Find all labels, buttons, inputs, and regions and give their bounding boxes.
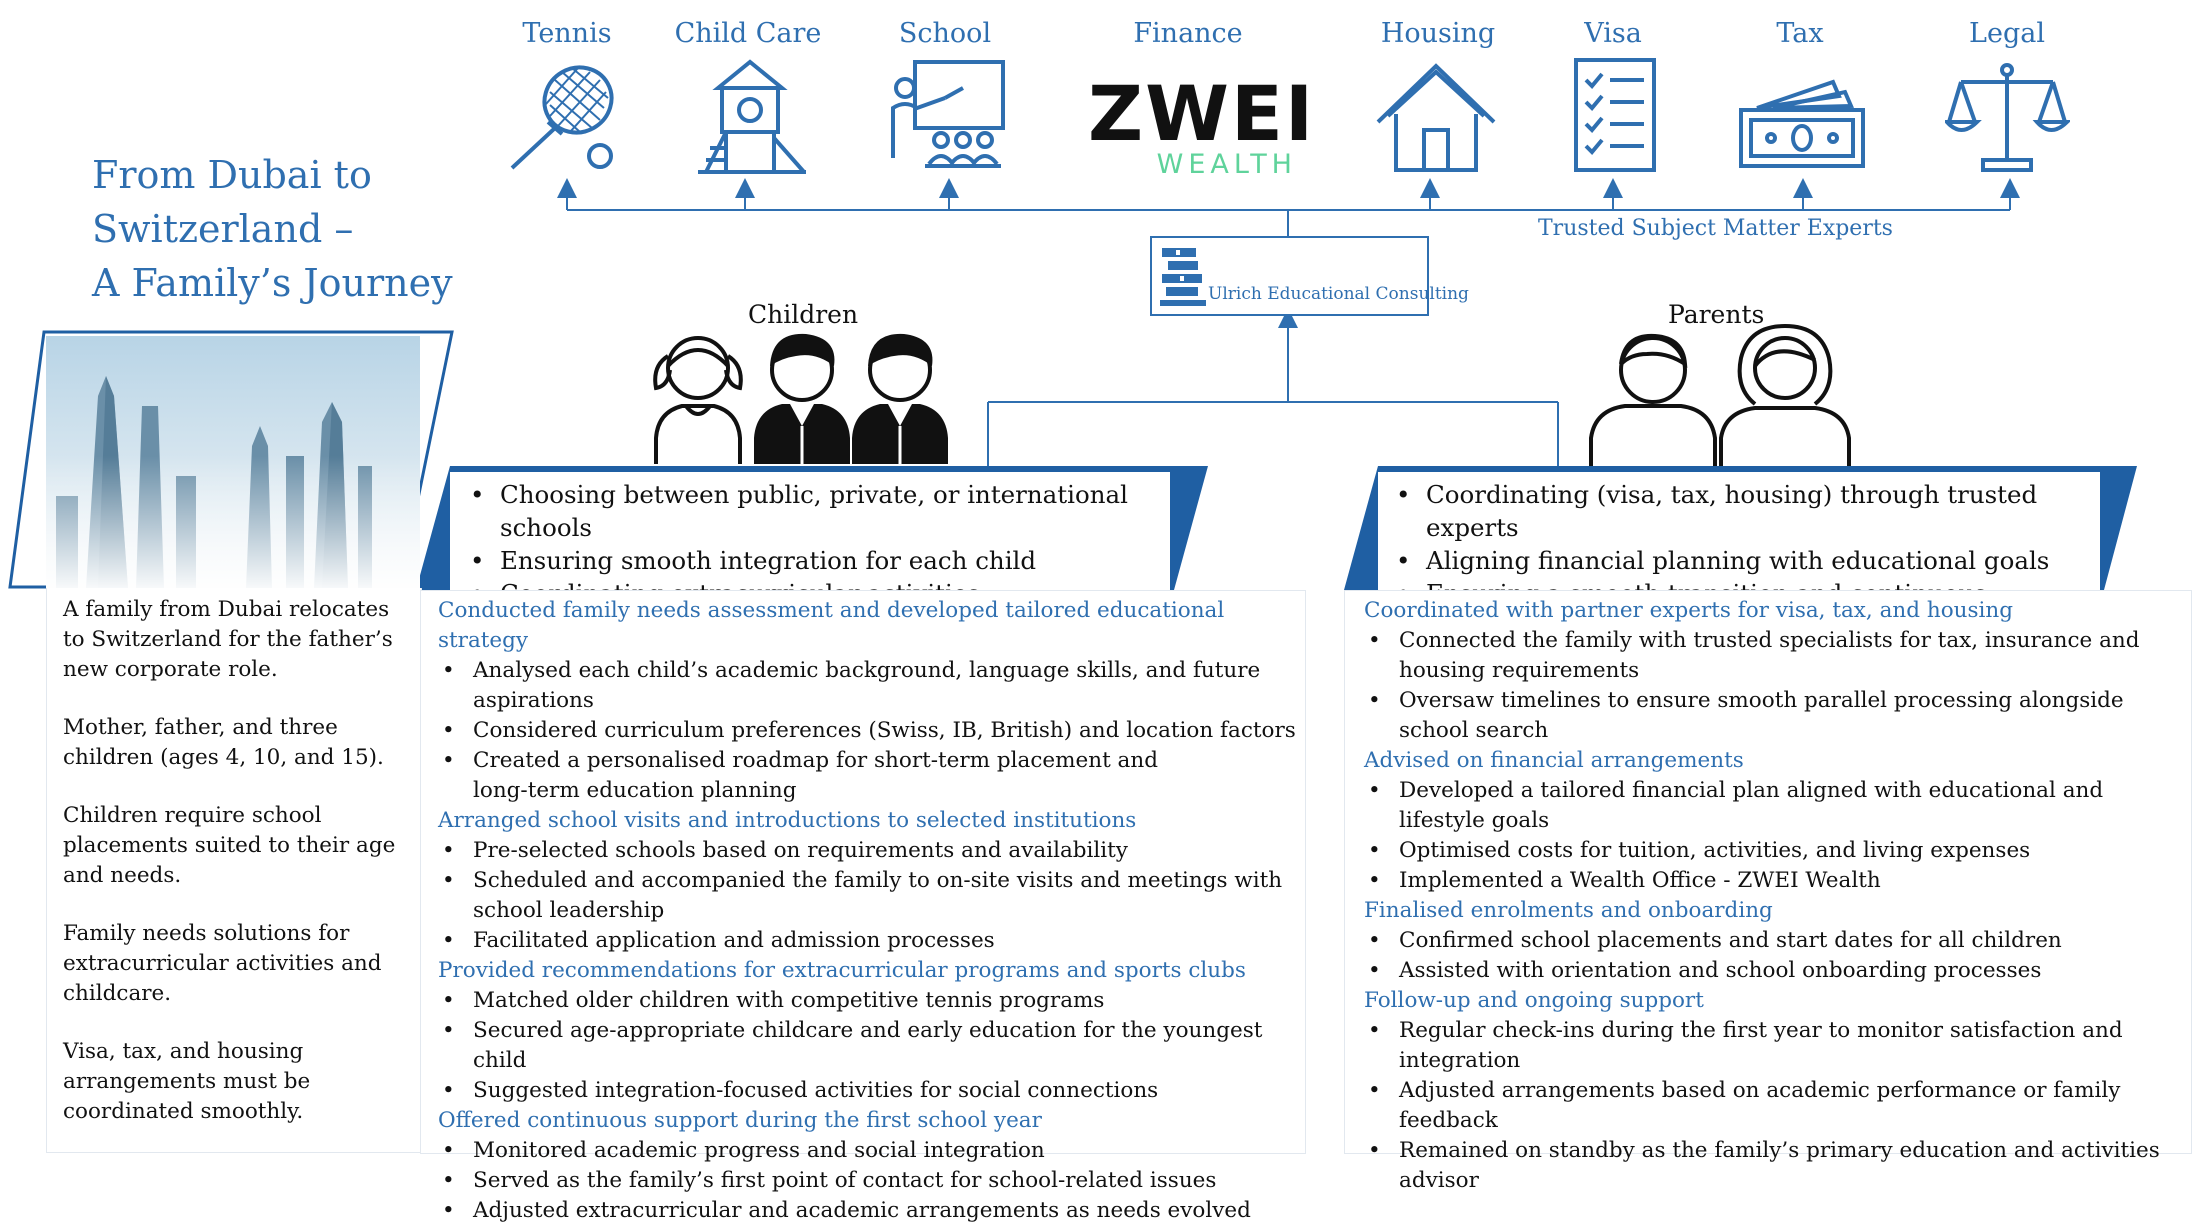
expert-label-housing: Housing xyxy=(1380,18,1496,49)
children-section-heading: Arranged school visits and introductions… xyxy=(438,808,1137,833)
parents-highlight: Aligning financial planning with educati… xyxy=(1390,544,2100,577)
page-title: From Dubai to Switzerland – A Family’s J… xyxy=(92,148,492,310)
consultancy-box: Ulrich Educational Consulting xyxy=(1150,236,1469,316)
parents-figures-icon xyxy=(1589,323,1851,466)
children-detail-item: Monitored academic progress and social i… xyxy=(438,1136,1298,1166)
intro-paragraph: A family from Dubai relocates to Switzer… xyxy=(63,597,393,682)
parents-detail-item: Assisted with orientation and school onb… xyxy=(1364,956,2186,986)
parents-highlight: Coordinating (visa, tax, housing) throug… xyxy=(1390,478,2100,544)
parents-detail-item: Oversaw timelines to ensure smooth paral… xyxy=(1364,686,2186,746)
children-section-heading: Offered continuous support during the fi… xyxy=(438,1108,1042,1133)
children-detail-item: Analysed each child’s academic backgroun… xyxy=(438,656,1298,716)
children-detail-item: Suggested integration-focused activities… xyxy=(438,1076,1298,1106)
expert-label-finance: Finance xyxy=(1133,18,1243,49)
house-icon xyxy=(1376,63,1496,172)
title-line-1: From Dubai to xyxy=(92,153,372,197)
intro-paragraph: Children require school placements suite… xyxy=(63,803,396,888)
expert-label-legal: Legal xyxy=(1969,18,2045,49)
children-detail-item: Served as the family’s first point of co… xyxy=(438,1166,1298,1196)
children-details-panel: Conducted family needs assessment and de… xyxy=(420,590,1306,1226)
children-highlight: Choosing between public, private, or int… xyxy=(464,478,1170,544)
banknote-icon xyxy=(1739,79,1865,168)
parents-detail-item: Developed a tailored financial plan alig… xyxy=(1364,776,2186,836)
children-highlights-box: Choosing between public, private, or int… xyxy=(450,472,1170,610)
parents-section-heading: Follow-up and ongoing support xyxy=(1364,988,1704,1013)
city-skyline-photo xyxy=(46,336,420,588)
checklist-icon xyxy=(1574,58,1656,172)
children-highlight: Ensuring smooth integration for each chi… xyxy=(464,544,1170,577)
parents-detail-item: Adjusted arrangements based on academic … xyxy=(1364,1076,2186,1136)
parents-label: Parents xyxy=(1668,300,1765,329)
parents-detail-item: Remained on standby as the family’s prim… xyxy=(1364,1136,2186,1196)
parents-section-heading: Coordinated with partner experts for vis… xyxy=(1364,598,2014,623)
parents-highlights-box: Coordinating (visa, tax, housing) throug… xyxy=(1378,472,2100,641)
children-detail-item: Created a personalised roadmap for short… xyxy=(438,746,1193,806)
expert-label-visa: Visa xyxy=(1584,18,1642,49)
parents-section-heading: Finalised enrolments and onboarding xyxy=(1364,898,1773,923)
title-line-2: Switzerland – xyxy=(92,207,354,251)
intro-paragraph: Mother, father, and three children (ages… xyxy=(63,715,384,770)
logo-zwei-text: ZWEI xyxy=(1088,69,1316,158)
parents-section-heading: Advised on financial arrangements xyxy=(1364,748,1744,773)
zwei-wealth-logo: ZWEI WEALTH xyxy=(1088,69,1316,180)
parents-details-panel: Coordinated with partner experts for vis… xyxy=(1344,590,2192,1193)
expert-label-childcare: Child Care xyxy=(674,18,822,49)
teacher-icon xyxy=(891,60,1005,168)
children-figures-icon xyxy=(653,333,948,464)
parents-detail-item: Connected the family with trusted specia… xyxy=(1364,626,2169,686)
children-detail-item: Facilitated application and admission pr… xyxy=(438,926,1298,956)
children-detail-item: Secured age-appropriate childcare and ea… xyxy=(438,1016,1298,1076)
expert-label-school: School xyxy=(898,18,992,49)
playground-icon xyxy=(698,59,806,174)
children-section-heading: Conducted family needs assessment and de… xyxy=(438,598,1225,653)
expert-label-tennis: Tennis xyxy=(522,18,612,49)
books-stack-logo xyxy=(1160,248,1206,306)
children-detail-item: Pre-selected schools based on requiremen… xyxy=(438,836,1298,866)
parents-detail-item: Regular check-ins during the first year … xyxy=(1364,1016,2186,1076)
children-label: Children xyxy=(748,300,859,329)
intro-paragraph: Family needs solutions for extracurricul… xyxy=(63,921,382,1006)
children-section-heading: Provided recommendations for extracurric… xyxy=(438,958,1246,983)
intro-paragraph: Visa, tax, and housing arrangements must… xyxy=(63,1039,311,1124)
tennis-racket-icon xyxy=(510,65,614,170)
family-intro-panel: A family from Dubai relocates to Switzer… xyxy=(46,588,422,1153)
children-detail-item: Matched older children with competitive … xyxy=(438,986,1298,1016)
children-detail-item: Considered curriculum preferences (Swiss… xyxy=(438,716,1298,746)
scales-icon xyxy=(1945,63,2070,172)
logo-wealth-text: WEALTH xyxy=(1156,149,1297,180)
children-detail-item: Adjusted extracurricular and academic ar… xyxy=(438,1196,1298,1226)
parents-detail-item: Optimised costs for tuition, activities,… xyxy=(1364,836,2186,866)
title-line-3: A Family’s Journey xyxy=(92,261,453,305)
consultancy-name: Ulrich Educational Consulting xyxy=(1208,284,1469,304)
parents-detail-item: Implemented a Wealth Office - ZWEI Wealt… xyxy=(1364,866,2186,896)
parents-detail-item: Confirmed school placements and start da… xyxy=(1364,926,2186,956)
expert-label-tax: Tax xyxy=(1776,18,1824,49)
experts-caption: Trusted Subject Matter Experts xyxy=(1538,216,1893,241)
children-detail-item: Scheduled and accompanied the family to … xyxy=(438,866,1293,926)
